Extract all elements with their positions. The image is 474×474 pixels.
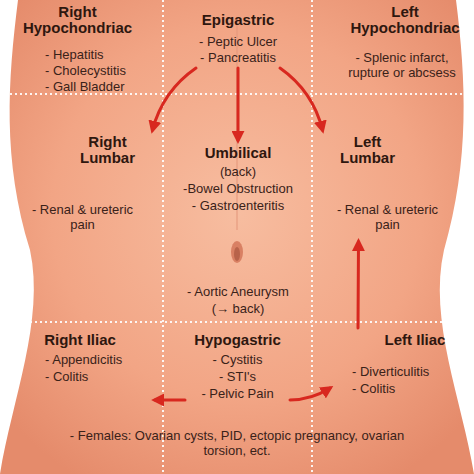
- region-heading: Left Hypochondriac: [345, 4, 465, 36]
- referral-arrow: [153, 68, 197, 130]
- region-box: Epigastric - Peptic Ulcer- Pancreatitis: [168, 8, 308, 68]
- condition-item: - Appendicitis: [45, 352, 150, 367]
- region-box: Left Iliac - Diverticulitis - Colitis: [330, 328, 470, 403]
- navel-shadow: [234, 247, 240, 261]
- condition-item: - Diverticulitis: [352, 364, 467, 379]
- condition-item: - Gall Bladder: [45, 79, 160, 94]
- region-box: Right Lumbar - Renal & ureteric pain: [10, 130, 160, 242]
- region-box: Left Lumbar - Renal & ureteric pain: [315, 130, 465, 242]
- referral-arrow: [357, 242, 361, 328]
- condition-item: - Splenic infarct, rupture or abcsess: [343, 50, 461, 80]
- condition-item: - Cystitis: [185, 352, 290, 367]
- region-box: Umbilical (back) -Bowel Obstruction - Gastr…: [168, 140, 308, 320]
- condition-item: - Colitis: [352, 381, 467, 396]
- region-box: Hypogastric - Cystitis - STI's - Pelvic Pai…: [185, 328, 290, 408]
- referral-arrow: [290, 388, 330, 400]
- region-box: Right Hypochondriac - Hepatitis- Cholecys…: [0, 2, 165, 94]
- region-heading: Right Lumbar: [70, 134, 145, 166]
- region-heading: Hypogastric: [185, 332, 290, 348]
- grid-line: [162, 0, 164, 474]
- condition-item: - Renal & ureteric pain: [25, 202, 140, 232]
- condition-item: - Pancreatitis: [170, 50, 306, 65]
- condition-item: - Cholecystitis: [45, 63, 160, 78]
- referral-arrow: [155, 399, 185, 402]
- condition-item: - Colitis: [45, 369, 150, 384]
- condition-item: -Bowel Obstruction: [170, 181, 306, 196]
- region-heading: Right Hypochondriac: [20, 4, 135, 36]
- grid-line: [0, 321, 474, 323]
- region-heading: Left Iliac: [365, 332, 465, 348]
- note-text: - Females: Ovarian cysts, PID, ectopic p…: [47, 428, 427, 458]
- condition-item: - Pelvic Pain: [185, 386, 290, 401]
- region-box: Right Iliac - Appendicitis - Colitis: [10, 328, 155, 408]
- condition-item: (back): [170, 164, 306, 179]
- region-heading: Right Iliac: [15, 332, 145, 348]
- region-box: Left Hypochondriac - Splenic infarct, rup…: [312, 2, 474, 102]
- condition-item: - Peptic Ulcer: [170, 34, 306, 49]
- condition-item: - Hepatitis: [45, 47, 160, 62]
- region-heading: Left Lumbar: [330, 134, 405, 166]
- condition-item: - Aortic Aneurysm: [170, 284, 306, 299]
- grid-line: [311, 0, 313, 474]
- referral-arrow: [280, 68, 323, 130]
- condition-item: - STI's: [185, 369, 290, 384]
- condition-item: - Renal & ureteric pain: [330, 202, 445, 232]
- condition-item: (→ back): [170, 301, 306, 316]
- region-heading: Epigastric: [170, 12, 306, 28]
- referral-arrow: [237, 68, 240, 140]
- condition-item: - Gastroenteritis: [170, 198, 306, 213]
- region-heading: Umbilical: [170, 145, 306, 161]
- navel: [231, 241, 243, 263]
